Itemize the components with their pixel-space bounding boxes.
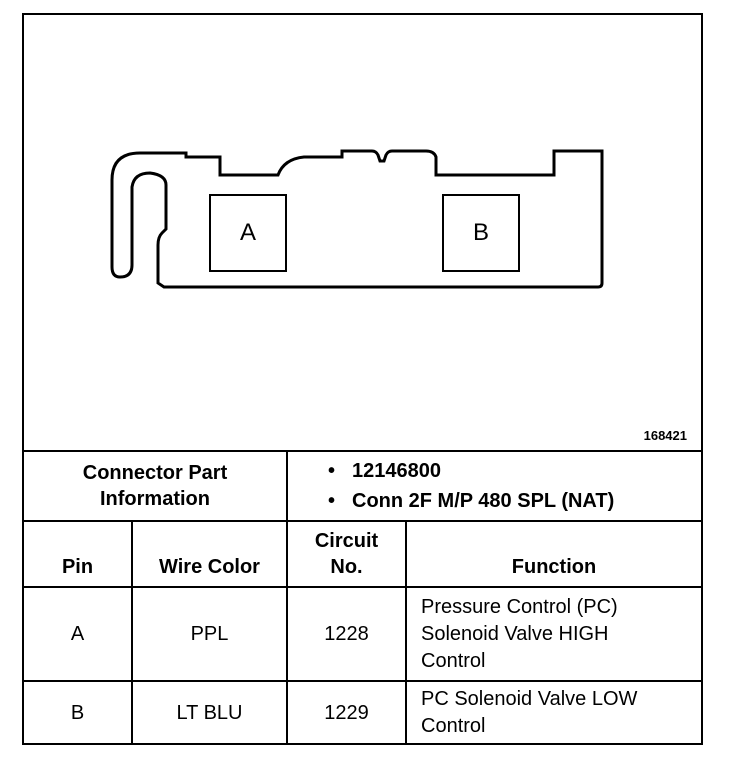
pin-a-label: A — [239, 219, 256, 246]
connector-info-label-line2: Information — [100, 488, 210, 510]
table-row: A PPL 1228 Pressure Control (PC) Solenoi… — [24, 586, 702, 682]
header-function: Function — [404, 520, 702, 588]
row-function: PC Solenoid Valve LOW Control — [404, 680, 702, 744]
connector-info-item: •12146800 — [328, 460, 441, 482]
header-circuit-no: Circuit No. — [286, 520, 407, 588]
row-wire-color: LT BLU — [131, 680, 288, 744]
connector-sheet: A B 168421 Connector Part Information •1… — [22, 13, 703, 745]
header-pin: Pin — [24, 520, 133, 588]
connector-info-label: Connector Part Information — [24, 450, 288, 522]
row-pin: B — [24, 680, 133, 744]
connector-diagram: A B 168421 — [24, 15, 701, 450]
row-function: Pressure Control (PC) Solenoid Valve HIG… — [404, 586, 702, 682]
table-header-row: Pin Wire Color Circuit No. Function — [24, 520, 702, 588]
row-pin: A — [24, 586, 133, 682]
connector-info-item: •Conn 2F M/P 480 SPL (NAT) — [328, 490, 615, 512]
header-wire-color: Wire Color — [131, 520, 288, 588]
figure-number: 168421 — [643, 428, 687, 443]
pin-b-label: B — [472, 219, 489, 246]
connector-outline — [110, 149, 604, 289]
connector-table: Connector Part Information •12146800 •Co… — [24, 450, 702, 744]
connector-info-row: Connector Part Information •12146800 •Co… — [24, 450, 702, 522]
row-wire-color: PPL — [131, 586, 288, 682]
table-row: B LT BLU 1229 PC Solenoid Valve LOW Cont… — [24, 680, 702, 744]
row-circuit: 1228 — [286, 586, 407, 682]
row-circuit: 1229 — [286, 680, 407, 744]
connector-info-items: •12146800 •Conn 2F M/P 480 SPL (NAT) — [285, 450, 702, 522]
connector-info-label-line1: Connector Part — [82, 462, 228, 484]
